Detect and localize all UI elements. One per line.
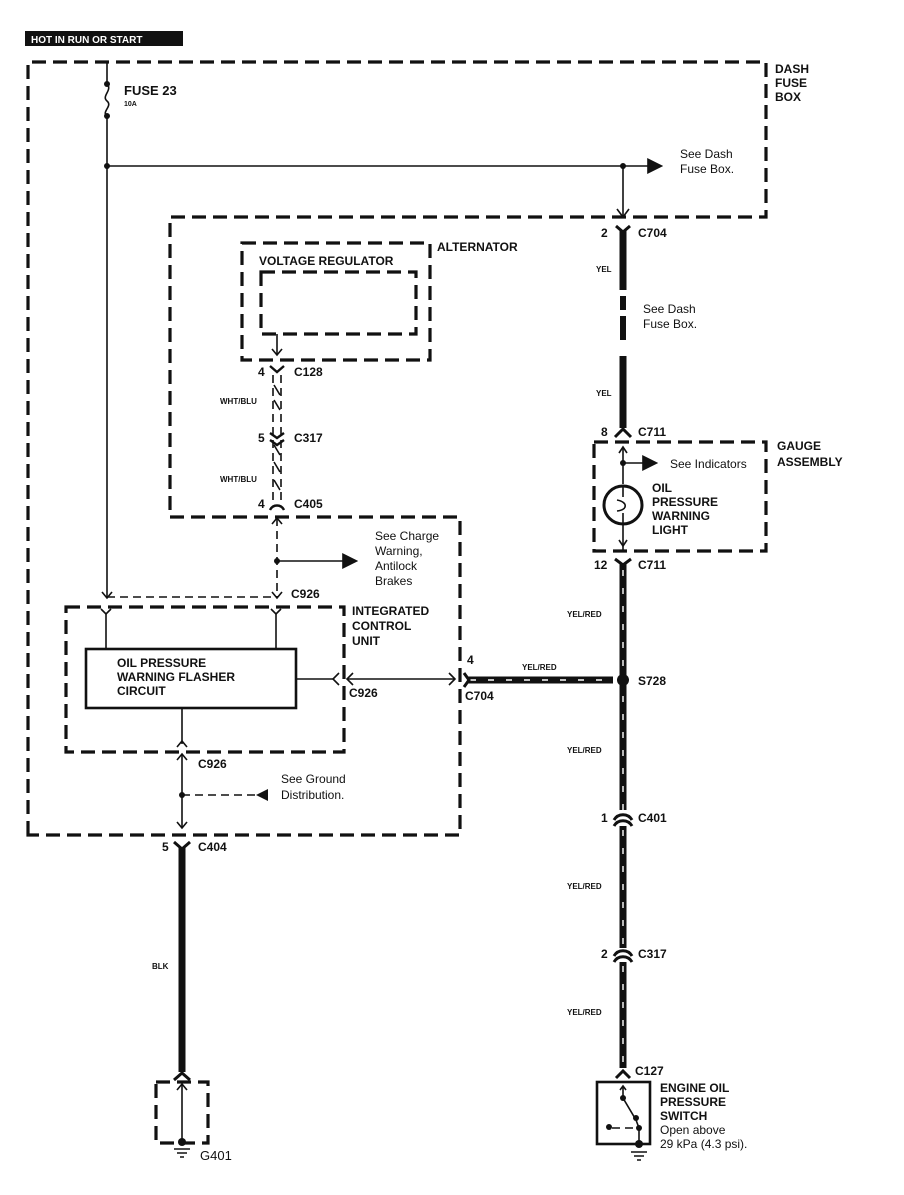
svg-text:WARNING FLASHER: WARNING FLASHER bbox=[117, 670, 235, 684]
svg-text:Brakes: Brakes bbox=[375, 574, 412, 588]
svg-text:Fuse Box.: Fuse Box. bbox=[643, 317, 697, 331]
wire-label-yel-2: YEL bbox=[596, 389, 612, 398]
svg-text:ENGINE OIL: ENGINE OIL bbox=[660, 1081, 729, 1095]
svg-text:1: 1 bbox=[601, 811, 608, 825]
svg-text:CIRCUIT: CIRCUIT bbox=[117, 684, 166, 698]
svg-text:See Dash: See Dash bbox=[643, 302, 696, 316]
svg-text:Open above: Open above bbox=[660, 1123, 726, 1137]
svg-text:FUSE: FUSE bbox=[775, 76, 807, 90]
connector-c926-right: C926 bbox=[349, 686, 378, 700]
fuse-name: FUSE 23 bbox=[124, 83, 177, 98]
svg-text:INTEGRATED: INTEGRATED bbox=[352, 604, 429, 618]
svg-text:4: 4 bbox=[467, 653, 474, 667]
fuse-rating: 10A bbox=[124, 101, 137, 108]
svg-text:4: 4 bbox=[258, 365, 265, 379]
connector-c127: C127 bbox=[635, 1064, 664, 1078]
connector-c926-bottom: C926 bbox=[198, 757, 227, 771]
splice-label: S728 bbox=[638, 674, 666, 688]
svg-text:PRESSURE: PRESSURE bbox=[652, 495, 718, 509]
gauge-assembly-box bbox=[592, 440, 768, 553]
svg-text:SWITCH: SWITCH bbox=[660, 1109, 707, 1123]
svg-text:8: 8 bbox=[601, 425, 608, 439]
power-header: HOT IN RUN OR START bbox=[25, 31, 183, 46]
wire-label-yel-red-1: YEL/RED bbox=[567, 610, 602, 619]
svg-text:29 kPa (4.3 psi).: 29 kPa (4.3 psi). bbox=[660, 1137, 747, 1151]
oil-pressure-warning-light-label: OIL PRESSURE WARNING LIGHT bbox=[652, 481, 718, 537]
see-dash-fuse-box-note-2: See Dash Fuse Box. bbox=[643, 302, 697, 331]
connector-c405: C405 bbox=[294, 497, 323, 511]
svg-text:UNIT: UNIT bbox=[352, 634, 381, 648]
arrow-icon bbox=[256, 789, 268, 801]
svg-text:BOX: BOX bbox=[775, 90, 801, 104]
svg-text:Fuse Box.: Fuse Box. bbox=[680, 162, 734, 176]
wire-label-yel-red-3: YEL/RED bbox=[567, 746, 602, 755]
see-charge-warning-note: See Charge Warning, Antilock Brakes bbox=[375, 529, 439, 588]
engine-oil-pressure-switch-label: ENGINE OIL PRESSURE SWITCH Open above 29… bbox=[660, 1081, 747, 1151]
ground-icon bbox=[174, 1148, 190, 1158]
connector-c128: C128 bbox=[294, 365, 323, 379]
wire-label-yel-1: YEL bbox=[596, 265, 612, 274]
connector-c711-bottom: C711 bbox=[638, 558, 666, 572]
see-indicators-note: See Indicators bbox=[670, 457, 747, 471]
wire-label-yel-red-5: YEL/RED bbox=[567, 1008, 602, 1017]
wire-label-yel-red-4: YEL/RED bbox=[567, 882, 602, 891]
svg-text:LIGHT: LIGHT bbox=[652, 523, 689, 537]
flasher-circuit-box bbox=[84, 647, 298, 710]
alternator-box bbox=[240, 241, 432, 362]
svg-text:2: 2 bbox=[601, 947, 608, 961]
svg-text:4: 4 bbox=[258, 497, 265, 511]
connector-c317-right: C317 bbox=[638, 947, 667, 961]
ground-label: G401 bbox=[200, 1148, 232, 1163]
svg-text:See Ground: See Ground bbox=[281, 772, 346, 786]
connector-c711-top: C711 bbox=[638, 425, 666, 439]
svg-text:ASSEMBLY: ASSEMBLY bbox=[777, 455, 843, 469]
integrated-control-unit-box bbox=[64, 605, 346, 754]
connector-c704-top: C704 bbox=[638, 226, 667, 240]
connector-c317-left: C317 bbox=[294, 431, 323, 445]
splice-s728 bbox=[617, 674, 629, 686]
svg-text:OIL: OIL bbox=[652, 481, 672, 495]
dash-fuse-box-label: DASH FUSE BOX bbox=[775, 62, 809, 104]
svg-text:12: 12 bbox=[594, 558, 608, 572]
wire-label-yel-red-2: YEL/RED bbox=[522, 663, 557, 672]
power-label: HOT IN RUN OR START bbox=[31, 35, 142, 46]
svg-text:WARNING: WARNING bbox=[652, 509, 710, 523]
svg-text:DASH: DASH bbox=[775, 62, 809, 76]
connector-c704-mid: C704 bbox=[465, 689, 494, 703]
svg-text:2: 2 bbox=[601, 226, 608, 240]
voltage-regulator-box bbox=[259, 270, 418, 336]
ground-icon bbox=[631, 1151, 647, 1161]
alternator-label: ALTERNATOR bbox=[437, 240, 518, 254]
see-ground-distribution-note: See Ground Distribution. bbox=[281, 772, 346, 802]
voltage-regulator-label: VOLTAGE REGULATOR bbox=[259, 254, 394, 268]
see-dash-fuse-box-note-1: See Dash Fuse Box. bbox=[680, 147, 734, 176]
connector-c401: C401 bbox=[638, 811, 667, 825]
dash-fuse-box-outline bbox=[26, 60, 768, 837]
svg-text:PRESSURE: PRESSURE bbox=[660, 1095, 726, 1109]
svg-text:5: 5 bbox=[162, 840, 169, 854]
svg-text:OIL PRESSURE: OIL PRESSURE bbox=[117, 656, 206, 670]
fuse-icon bbox=[104, 83, 110, 117]
svg-text:5: 5 bbox=[258, 431, 265, 445]
svg-text:Antilock: Antilock bbox=[375, 559, 418, 573]
svg-text:See Dash: See Dash bbox=[680, 147, 733, 161]
connector-c404: C404 bbox=[198, 840, 227, 854]
svg-text:Distribution.: Distribution. bbox=[281, 788, 344, 802]
wire-label-blk: BLK bbox=[152, 962, 169, 971]
gauge-assembly-label: GAUGE ASSEMBLY bbox=[777, 439, 843, 469]
svg-text:Warning,: Warning, bbox=[375, 544, 423, 558]
svg-text:GAUGE: GAUGE bbox=[777, 439, 821, 453]
wire-label-wht-blu-1: WHT/BLU bbox=[220, 397, 257, 406]
flasher-circuit-label: OIL PRESSURE WARNING FLASHER CIRCUIT bbox=[117, 656, 235, 698]
wire-label-wht-blu-2: WHT/BLU bbox=[220, 475, 257, 484]
integrated-control-unit-label: INTEGRATED CONTROL UNIT bbox=[352, 604, 429, 648]
connector-c926-top: C926 bbox=[291, 587, 320, 601]
svg-text:See Charge: See Charge bbox=[375, 529, 439, 543]
svg-text:CONTROL: CONTROL bbox=[352, 619, 411, 633]
